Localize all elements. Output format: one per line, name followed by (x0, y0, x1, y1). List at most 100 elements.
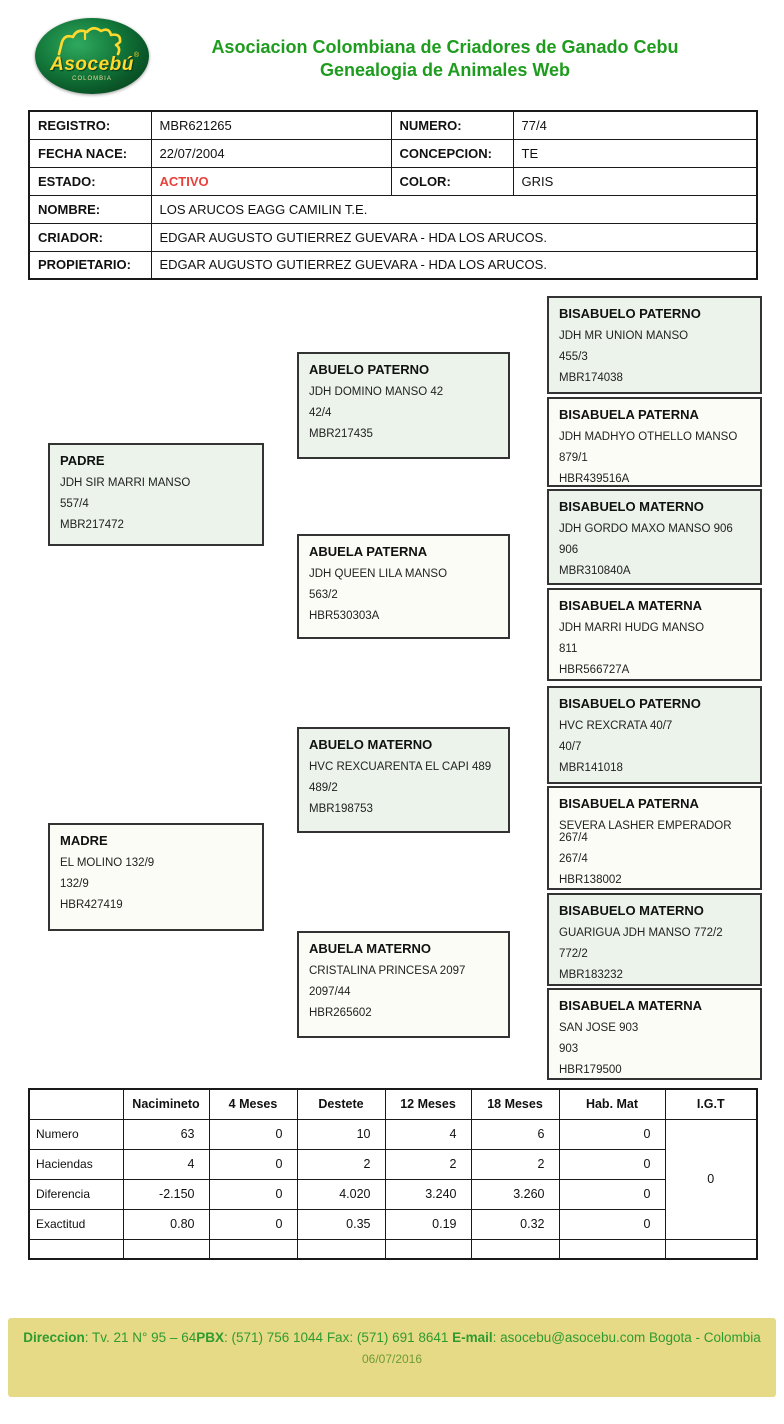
animal-name: SAN JOSE 903 (559, 1022, 639, 1034)
statistics-table: Nacimineto 4 Meses Destete 12 Meses 18 M… (28, 1088, 758, 1260)
pedigree-title: ABUELA PATERNA (309, 544, 428, 559)
logo-brand-text: Asocebú (50, 54, 134, 75)
stats-value: 3.260 (470, 1178, 560, 1210)
stats-row-label: Exactitud (28, 1208, 124, 1240)
animal-code: MBR217435 (309, 428, 373, 440)
zebu-cattle-icon (57, 26, 122, 56)
stats-value: 10 (296, 1118, 386, 1150)
animal-name: JDH MADHYO OTHELLO MANSO (559, 431, 738, 443)
animal-number: 132/9 (60, 878, 89, 890)
stats-value: 2 (384, 1148, 472, 1180)
pedigree-title: ABUELO PATERNO (309, 362, 430, 377)
page-title: Asociacion Colombiana de Criadores de Ga… (211, 37, 679, 57)
propietario-label: PROPIETARIO: (28, 250, 152, 280)
info-row-registro: REGISTRO: MBR621265 NUMERO: 77/4 (28, 110, 758, 140)
pedigree-title: PADRE (60, 453, 105, 468)
animal-name: JDH MARRI HUDG MANSO (559, 622, 705, 634)
animal-code: MBR174038 (559, 372, 623, 384)
stats-value: 2 (470, 1148, 560, 1180)
animal-code: HBR138002 (559, 874, 622, 886)
pedigree-box-bisabuelo-paterno-1: BISABUELO PATERNO JDH MR UNION MANSO 455… (547, 296, 762, 394)
pedigree-title: BISABUELO MATERNO (559, 903, 704, 918)
pedigree-box-bisabuela-paterna-2: BISABUELA PATERNA SEVERA LASHER EMPERADO… (547, 786, 762, 890)
stats-header-nacimiento: Nacimineto (122, 1088, 210, 1120)
igt-value: 0 (664, 1118, 758, 1240)
animal-name: JDH SIR MARRI MANSO (60, 477, 191, 489)
animal-code: HBR530303A (309, 610, 380, 622)
info-row-nombre: NOMBRE: LOS ARUCOS EAGG CAMILIN T.E. (28, 194, 758, 224)
stats-value: 4 (384, 1118, 472, 1150)
info-row-criador: CRIADOR: EDGAR AUGUSTO GUTIERREZ GUEVARA… (28, 222, 758, 252)
concepcion-label: CONCEPCION: (390, 138, 514, 168)
registro-label: REGISTRO: (28, 110, 152, 140)
animal-code: HBR427419 (60, 899, 123, 911)
stats-value: 2 (296, 1148, 386, 1180)
nombre-value: LOS ARUCOS EAGG CAMILIN T.E. (150, 194, 758, 224)
animal-code: HBR179500 (559, 1064, 622, 1076)
pedigree-box-abuela-paterna: ABUELA PATERNA JDH QUEEN LILA MANSO 563/… (297, 534, 510, 639)
animal-number: 489/2 (309, 782, 338, 794)
animal-name: JDH QUEEN LILA MANSO (309, 568, 448, 580)
stats-row-label: Diferencia (28, 1178, 124, 1210)
propietario-value: EDGAR AUGUSTO GUTIERREZ GUEVARA - HDA LO… (150, 250, 758, 280)
pedigree-title: ABUELO MATERNO (309, 737, 433, 752)
criador-value: EDGAR AUGUSTO GUTIERREZ GUEVARA - HDA LO… (150, 222, 758, 252)
pedigree-box-bisabuela-paterna-1: BISABUELA PATERNA JDH MADHYO OTHELLO MAN… (547, 397, 762, 487)
direccion-label: Direccion (23, 1330, 85, 1345)
animal-code: MBR198753 (309, 803, 373, 815)
pedigree-box-padre: PADRE JDH SIR MARRI MANSO 557/4 MBR21747… (48, 443, 264, 546)
estado-label: ESTADO: (28, 166, 152, 196)
stats-header-destete: Destete (296, 1088, 386, 1120)
pedigree-box-abuela-materna: ABUELA MATERNO CRISTALINA PRINCESA 2097 … (297, 931, 510, 1038)
animal-name: EL MOLINO 132/9 (60, 857, 155, 869)
fecha-nace-value: 22/07/2004 (150, 138, 392, 168)
stats-row-haciendas: Haciendas 4 0 2 2 2 0 (28, 1148, 757, 1180)
stats-value: 0 (558, 1178, 666, 1210)
stats-value: 0 (558, 1118, 666, 1150)
email-value: : asocebu@asocebu.com Bogota - Colombia (492, 1330, 761, 1345)
nombre-label: NOMBRE: (28, 194, 152, 224)
animal-number: 903 (559, 1043, 579, 1055)
animal-name: HVC REXCRATA 40/7 (559, 720, 673, 732)
pedigree-box-bisabuela-materna-2: BISABUELA MATERNA SAN JOSE 903 903 HBR17… (547, 988, 762, 1080)
stats-header-row: Nacimineto 4 Meses Destete 12 Meses 18 M… (28, 1088, 758, 1120)
stats-value: -2.150 (122, 1178, 210, 1210)
stats-row-exactitud: Exactitud 0.80 0 0.35 0.19 0.32 0 (28, 1208, 757, 1240)
animal-number: 811 (559, 643, 578, 655)
page-subtitle: Genealogia de Animales Web (319, 60, 571, 80)
pbx-value: : (571) 756 1044 (223, 1330, 327, 1345)
direccion-value: : Tv. 21 N° 95 – 64 (84, 1330, 197, 1345)
contact-info: Direccion: Tv. 21 N° 95 – 64PBX: (571) 7… (8, 1328, 776, 1347)
animal-number: 40/7 (559, 741, 582, 753)
pedigree-title: BISABUELO PATERNO (559, 306, 701, 321)
pedigree-box-bisabuela-materna-1: BISABUELA MATERNA JDH MARRI HUDG MANSO 8… (547, 588, 762, 681)
pedigree-title: BISABUELO PATERNO (559, 696, 701, 711)
stats-row-diferencia: Diferencia -2.150 0 4.020 3.240 3.260 0 (28, 1178, 757, 1210)
animal-number: 42/4 (309, 407, 332, 419)
info-row-fecha: FECHA NACE: 22/07/2004 CONCEPCION: TE (28, 138, 758, 168)
stats-empty-row (28, 1238, 758, 1260)
pedigree-box-bisabuelo-materno-2: BISABUELO MATERNO GUARIGUA JDH MANSO 772… (547, 893, 762, 986)
animal-number: 879/1 (559, 452, 588, 464)
email-label: E-mail (452, 1330, 493, 1345)
stats-value: 6 (470, 1118, 560, 1150)
fax-value: (571) 691 8641 (353, 1330, 453, 1345)
registered-mark: ® (133, 52, 139, 59)
stats-value: 0.19 (384, 1208, 472, 1240)
stats-value: 0 (208, 1148, 298, 1180)
fecha-nace-label: FECHA NACE: (28, 138, 152, 168)
criador-label: CRIADOR: (28, 222, 152, 252)
stats-header-empty (28, 1088, 124, 1120)
pedigree-title: BISABUELA PATERNA (559, 407, 699, 422)
numero-value: 77/4 (512, 110, 758, 140)
color-value: GRIS (512, 166, 758, 196)
stats-row-label: Numero (28, 1118, 124, 1150)
stats-header-habmat: Hab. Mat (558, 1088, 666, 1120)
pedigree-title: BISABUELO MATERNO (559, 499, 704, 514)
animal-name: GUARIGUA JDH MANSO 772/2 (559, 927, 723, 939)
animal-name: SEVERA LASHER EMPERADOR 267/4 (559, 820, 732, 844)
stats-value: 3.240 (384, 1178, 472, 1210)
concepcion-value: TE (512, 138, 758, 168)
stats-header-12meses: 12 Meses (384, 1088, 472, 1120)
animal-number: 557/4 (60, 498, 89, 510)
